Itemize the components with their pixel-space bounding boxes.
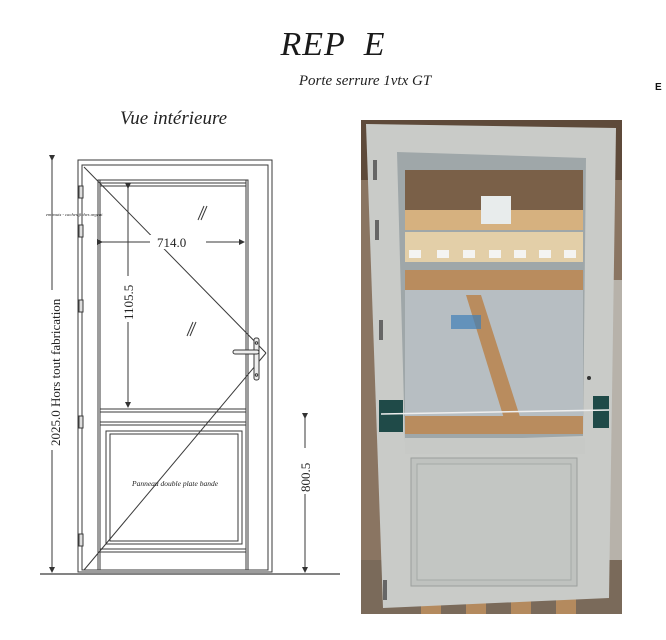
outer-frame	[77, 159, 273, 573]
hinge-icon	[375, 220, 379, 240]
hinge-icon	[78, 415, 84, 429]
strap-icon	[379, 400, 403, 432]
overall-height-label: 2025.0 Hors tout fabrication	[48, 298, 63, 446]
opening-diagonal-lower	[83, 352, 267, 571]
strap-icon	[593, 396, 609, 428]
photo-door-frame	[366, 124, 616, 608]
lower-panel	[105, 430, 243, 545]
hardware-note: embouts - caches fiches argent	[46, 212, 103, 217]
lock-cylinder-icon	[587, 376, 591, 380]
reference-code: REP	[280, 26, 346, 63]
hinge-icon	[78, 185, 84, 199]
door-handle-icon	[232, 337, 260, 381]
document-subtitle: Porte serrure 1vtx GT	[298, 73, 432, 89]
hinge-icon	[373, 160, 377, 180]
hinge-icon	[78, 299, 84, 313]
hinge-icon	[383, 580, 387, 600]
panel-label: Panneau double plate bande	[131, 479, 219, 488]
reference-letter: E	[363, 26, 386, 63]
glass-mark-icon	[186, 205, 208, 337]
glass-width-label: 714.0	[157, 235, 186, 250]
hinge-icon	[379, 320, 383, 340]
corner-letter: E	[655, 82, 662, 93]
view-label: Vue intérieure	[120, 108, 228, 129]
document-title: REP E	[0, 26, 666, 64]
door-photo	[361, 120, 622, 614]
hinge-icon	[78, 533, 84, 547]
hinge-icon	[78, 224, 84, 238]
panel-height-label: 800.5	[298, 463, 313, 492]
opening-diagonal-upper	[83, 166, 267, 354]
glass-height-label: 1105.5	[121, 285, 136, 320]
